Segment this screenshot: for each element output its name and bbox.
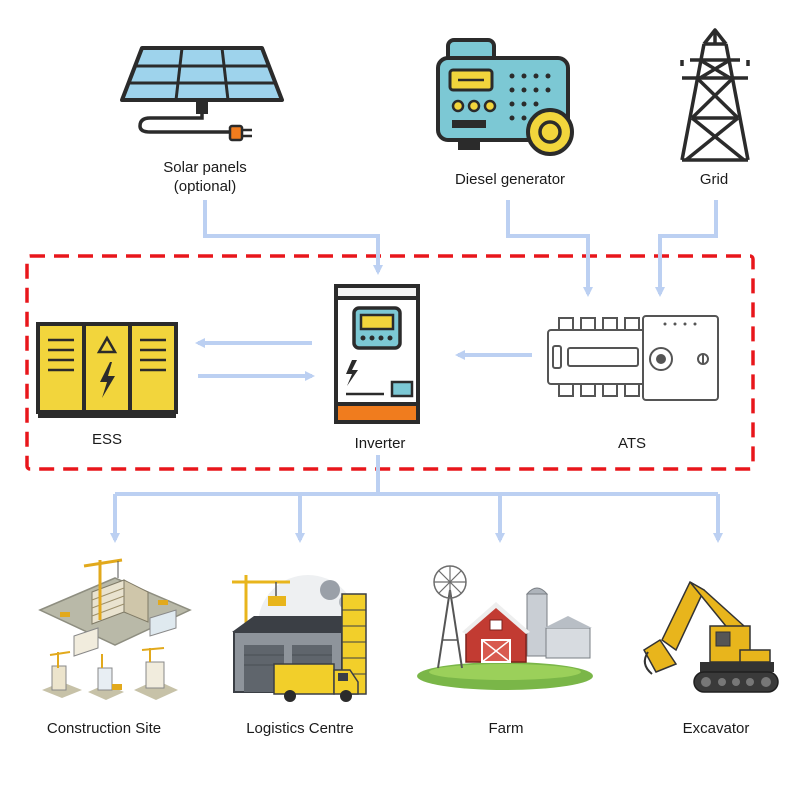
ess-label: ESS bbox=[91, 431, 123, 448]
inverter-icon bbox=[334, 284, 420, 424]
solar-panels-title: Solar panels bbox=[163, 159, 247, 176]
solar-panels-label: Solar panels (optional) bbox=[163, 158, 246, 196]
construction-site-label: Construction Site bbox=[46, 720, 162, 737]
farm-icon bbox=[417, 565, 593, 690]
logistics-centre-label: Logistics Centre bbox=[246, 720, 354, 737]
solar-panel-icon bbox=[120, 46, 284, 142]
ess-battery-icon bbox=[36, 322, 178, 418]
diesel-generator-label: Diesel generator bbox=[454, 171, 566, 188]
ats-label: ATS bbox=[617, 435, 647, 452]
ats-switch-icon bbox=[547, 315, 719, 401]
solar-panels-optional: (optional) bbox=[173, 178, 237, 195]
diesel-generator-icon bbox=[436, 38, 574, 156]
grid-label: Grid bbox=[699, 171, 729, 188]
flow-arrows bbox=[110, 200, 723, 543]
excavator-label: Excavator bbox=[682, 720, 750, 737]
farm-label: Farm bbox=[488, 720, 524, 737]
inverter-label: Inverter bbox=[354, 435, 406, 452]
arrow-diesel-to-ats bbox=[506, 200, 593, 297]
arrow-solar-to-inverter bbox=[203, 200, 383, 275]
excavator-icon bbox=[643, 580, 779, 693]
construction-site-icon bbox=[38, 558, 192, 700]
logistics-centre-icon bbox=[232, 575, 367, 702]
arrow-grid-to-ats bbox=[655, 200, 718, 297]
system-boundary bbox=[25, 254, 755, 471]
grid-tower-icon bbox=[680, 28, 750, 162]
